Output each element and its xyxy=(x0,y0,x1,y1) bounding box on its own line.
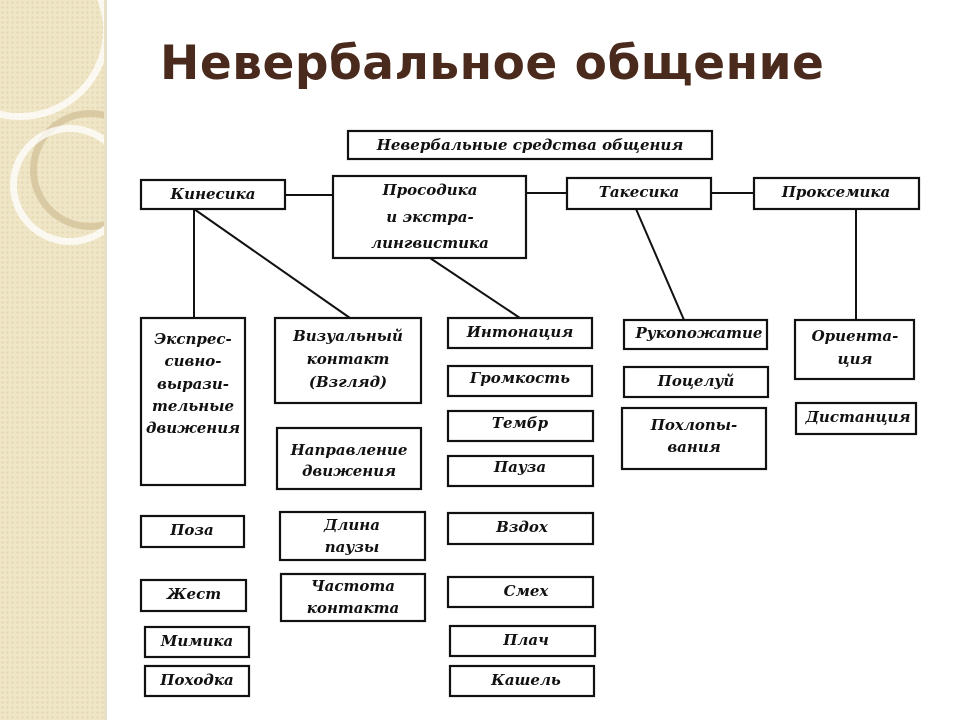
decorative-ring xyxy=(10,125,104,245)
node-label: Кашель xyxy=(490,671,561,689)
node-pohodka: Походка xyxy=(143,664,251,698)
node-label: Смех xyxy=(504,582,550,600)
node-label: и экстра- xyxy=(386,208,473,226)
decorative-sidebar xyxy=(0,0,104,720)
node-poza: Поза xyxy=(139,514,246,549)
node-label: Экспрес- xyxy=(154,330,232,348)
connectors xyxy=(193,192,857,321)
node-gromkost: Громкость xyxy=(446,364,594,398)
node-label: Плач xyxy=(502,631,549,649)
node-proksemika: Проксемика xyxy=(752,176,921,211)
node-kashel: Кашель xyxy=(448,664,596,698)
node-intonaciya: Интонация xyxy=(446,316,594,350)
page-title: Невербальное общение xyxy=(160,36,825,91)
node-express: Экспрес- сивно- вырази- тельные движения xyxy=(139,316,247,487)
node-smeh: Смех xyxy=(446,575,595,609)
node-takesika: Такесика xyxy=(565,176,713,211)
node-label: вания xyxy=(667,438,720,456)
node-label: Вздох xyxy=(495,518,549,536)
node-label: Похлопы- xyxy=(650,416,738,434)
node-label: сивно- xyxy=(164,352,221,370)
node-label: Рукопожатие xyxy=(635,324,763,342)
sidebar-divider xyxy=(104,0,107,720)
node-label: (Взгляд) xyxy=(309,373,387,391)
node-label: Дистанция xyxy=(805,408,911,426)
node-label: Ориента- xyxy=(812,327,899,345)
node-label: Громкость xyxy=(469,369,570,387)
node-plach: Плач xyxy=(448,624,597,658)
node-napravlenie: Направление движения xyxy=(275,426,423,491)
node-label: Длина xyxy=(323,516,380,534)
node-pohlopyvaniya: Похлопы- вания xyxy=(620,406,768,471)
node-label: движения xyxy=(302,462,396,480)
connector xyxy=(193,208,351,319)
node-label: Жест xyxy=(166,585,221,603)
node-label: вырази- xyxy=(157,375,229,393)
node-label: Частота xyxy=(311,577,395,595)
node-label: лингвистика xyxy=(371,234,489,252)
node-label: Пауза xyxy=(493,458,546,476)
root-node: Невербальные средства общения xyxy=(346,129,714,161)
node-label: Походка xyxy=(159,671,233,689)
node-label: Тембр xyxy=(492,414,549,432)
node-label: контакт xyxy=(307,350,390,368)
node-prosodika: Просодика и экстра- лингвистика xyxy=(331,174,528,260)
node-label: тельные xyxy=(152,397,234,415)
node-label: Визуальный xyxy=(292,327,403,345)
node-label: Такесика xyxy=(599,183,680,201)
node-label: движения xyxy=(146,419,240,437)
node-orientaciya: Ориента- ция xyxy=(793,318,916,381)
node-dlina: Длина паузы xyxy=(278,510,427,562)
node-vzdoh: Вздох xyxy=(446,511,595,546)
node-rukopozhatie: Рукопожатие xyxy=(622,318,769,351)
node-chastota: Частота контакта xyxy=(279,572,427,623)
node-kinesika: Кинесика xyxy=(139,178,287,211)
node-label: Кинесика xyxy=(170,185,256,203)
node-zhest: Жест xyxy=(139,578,248,613)
node-distanciya: Дистанция xyxy=(794,401,918,436)
connector xyxy=(635,208,685,321)
node-vizual: Визуальный контакт (Взгляд) xyxy=(273,316,423,405)
node-pauza: Пауза xyxy=(446,454,595,488)
node-mimika: Мимика xyxy=(143,625,251,659)
node-tembr: Тембр xyxy=(446,409,595,443)
connector xyxy=(429,257,521,319)
root-label: Невербальные средства общения xyxy=(376,136,684,154)
node-label: Поцелуй xyxy=(657,372,735,390)
node-label: паузы xyxy=(325,538,379,556)
node-label: Мимика xyxy=(160,632,234,650)
node-label: Проксемика xyxy=(781,183,891,201)
node-poceluy: Поцелуй xyxy=(622,365,770,399)
node-label: Просодика xyxy=(381,181,477,199)
node-label: контакта xyxy=(307,599,399,617)
node-label: ция xyxy=(838,350,873,368)
node-label: Поза xyxy=(169,521,213,539)
node-label: Интонация xyxy=(466,323,574,341)
node-label: Направление xyxy=(290,441,408,459)
